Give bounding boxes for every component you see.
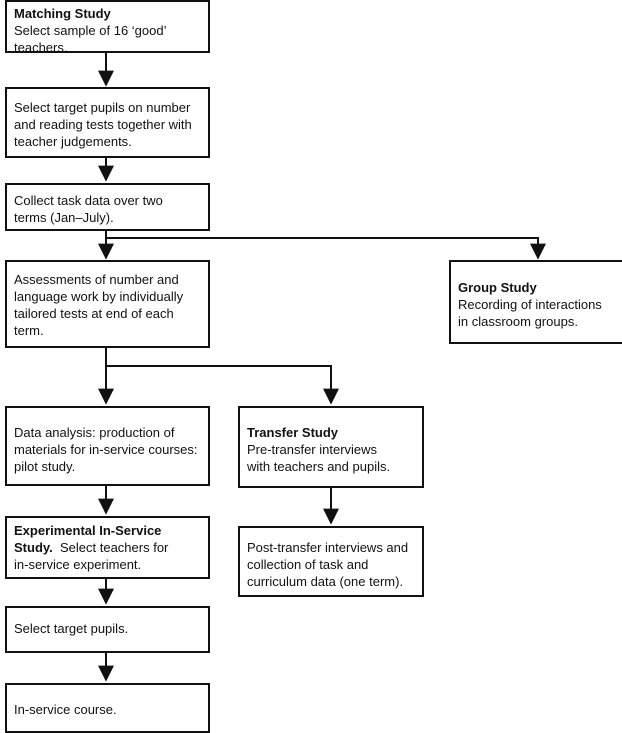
select-pupils-line-2: and reading tests together with: [14, 117, 192, 132]
matching-study-line-2: teachers.: [14, 40, 68, 55]
experimental-study-title: Experimental In-Service: [14, 523, 162, 538]
group-study-line-2: in classroom groups.: [458, 314, 578, 329]
inservice-course-box: In-service course.: [5, 683, 210, 733]
post-transfer-line-1: Post-transfer interviews and: [247, 540, 409, 555]
transfer-study-box: Transfer Study Pre-transfer interviews w…: [238, 406, 424, 488]
data-analysis-line-1: Data analysis: production of: [14, 425, 175, 440]
group-study-box: Group Study Recording of interactions in…: [449, 260, 622, 344]
select-pupils-box: Select target pupils on number and readi…: [5, 87, 210, 158]
select-target-line-1: Select target pupils.: [14, 621, 129, 636]
experimental-study-box: Experimental In-Service Study. Select te…: [5, 516, 210, 579]
assessments-line-1: Assessments of number and: [14, 272, 179, 287]
assessments-line-4: term.: [14, 323, 44, 338]
assessments-box: Assessments of number and language work …: [5, 260, 210, 348]
inservice-course-line-1: In-service course.: [14, 702, 117, 717]
data-analysis-line-2: materials for in-service courses:: [14, 442, 198, 457]
post-transfer-box: Post-transfer interviews and collection …: [238, 526, 424, 597]
arrow-assess-to-transfer: [106, 365, 339, 405]
data-analysis-line-3: pilot study.: [14, 459, 76, 474]
arrow-collect-to-group: [106, 237, 546, 260]
collect-data-box: Collect task data over two terms (Jan–Ju…: [5, 183, 210, 231]
select-target-box: Select target pupils.: [5, 606, 210, 653]
collect-data-line-2: terms (Jan–July).: [14, 210, 114, 225]
experimental-study-line-2: in-service experiment.: [14, 557, 142, 572]
transfer-study-line-2: with teachers and pupils.: [247, 459, 391, 474]
post-transfer-line-3: curriculum data (one term).: [247, 574, 404, 589]
experimental-study-line-1: Study. Select teachers for: [14, 539, 201, 556]
group-study-title: Group Study: [458, 280, 537, 295]
select-pupils-line-1: Select target pupils on number: [14, 100, 191, 115]
group-study-line-1: Recording of interactions: [458, 297, 602, 312]
assessments-line-2: language work by individually: [14, 289, 184, 304]
matching-study-title: Matching Study: [14, 6, 111, 21]
experimental-study-title-end: Study.: [14, 540, 53, 555]
transfer-study-line-1: Pre-transfer interviews: [247, 442, 378, 457]
assessments-line-3: tailored tests at end of each: [14, 306, 174, 321]
transfer-study-title: Transfer Study: [247, 425, 339, 440]
select-pupils-line-3: teacher judgements.: [14, 134, 132, 149]
matching-study-line-1: Select sample of 16 ‘good’: [14, 23, 167, 38]
experimental-study-line-1-text: Select teachers for: [52, 540, 169, 555]
post-transfer-line-2: collection of task and: [247, 557, 369, 572]
data-analysis-box: Data analysis: production of materials f…: [5, 406, 210, 486]
matching-study-box: Matching Study Select sample of 16 ‘good…: [5, 0, 210, 55]
collect-data-line-1: Collect task data over two: [14, 193, 163, 208]
